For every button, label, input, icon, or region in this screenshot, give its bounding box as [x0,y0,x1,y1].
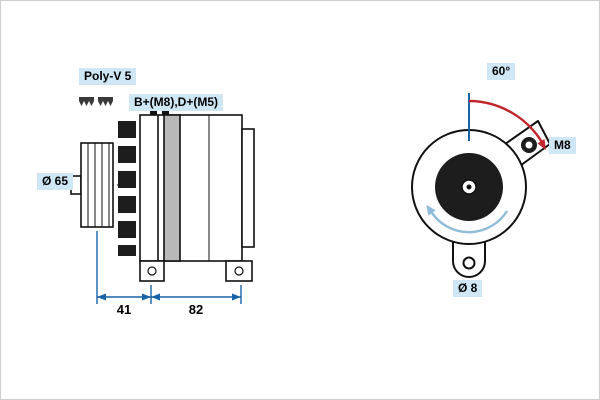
pulley-diameter-label: Ø 65 [37,173,74,191]
stator-band [163,114,181,262]
angle-arc-arrowhead [537,139,546,150]
rear-view [411,120,551,278]
dimension-body-length: 82 [188,302,204,317]
rotation-arrow-head [426,204,436,216]
pulley [80,142,114,228]
terminals-label: B+(M8),D+(M5) [129,94,224,112]
mounting-angle-label: 60° [487,63,516,81]
side-view [63,97,255,282]
belt-profile-icon [79,97,113,106]
bottom-hole [462,256,476,270]
fan-blades [118,121,136,256]
shaft-center-dot [466,184,472,190]
rotation-direction-arrow [431,210,509,234]
dimension-lines [96,231,242,304]
rear-cover [241,128,255,248]
housing [139,107,255,262]
belt-type-label: Poly-V 5 [79,68,137,86]
mounting-feet [139,260,253,282]
dimension-pulley-to-face: 41 [116,302,132,317]
angle-arc [468,99,545,145]
mounting-hole-diameter-label: Ø 8 [453,280,483,298]
dimension-arrowheads [97,293,241,301]
mounting-thread-label: M8 [549,137,576,155]
